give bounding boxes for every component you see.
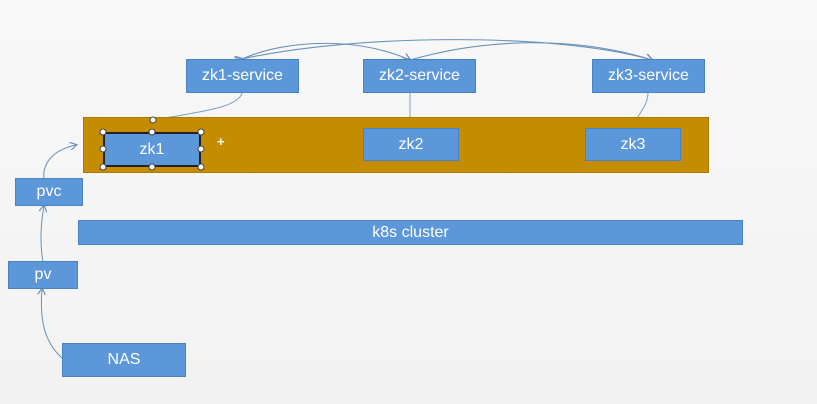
zk1-service-box[interactable]: zk1-service	[186, 59, 299, 93]
resize-handle-bottom-right[interactable]	[197, 163, 205, 171]
resize-handle-bottom-left[interactable]	[99, 163, 107, 171]
zk2-pod-box[interactable]: zk2	[363, 128, 459, 161]
pvc-box[interactable]: pvc	[15, 178, 83, 206]
connector-zk1-zk2	[242, 42, 410, 60]
zk1-pod-box[interactable]: zk1	[103, 132, 201, 167]
zk2-service-box[interactable]: zk2-service	[363, 59, 476, 93]
resize-handle-middle-left[interactable]	[99, 145, 107, 153]
resize-handle-middle-right[interactable]	[197, 145, 205, 153]
connector-nas-pv	[41, 289, 63, 359]
resize-handle-top-center[interactable]	[148, 128, 156, 136]
connector-pv-pvc	[41, 206, 44, 263]
connector-zk1-service-pod	[152, 92, 243, 121]
zk3-service-box[interactable]: zk3-service	[592, 59, 705, 93]
connector-pvc-zk1	[43, 145, 76, 181]
resize-handle-top-left[interactable]	[99, 128, 107, 136]
pv-box[interactable]: pv	[8, 261, 78, 289]
zk3-pod-box[interactable]: zk3	[585, 128, 681, 161]
k8s-cluster-bar[interactable]: k8s cluster	[78, 220, 743, 245]
resize-handle-top-right[interactable]	[197, 128, 205, 136]
connector-zk2-zk3	[410, 42, 652, 60]
resize-handle-bottom-center[interactable]	[148, 163, 156, 171]
nas-box[interactable]: NAS	[62, 343, 186, 377]
rotate-handle[interactable]	[149, 116, 157, 124]
plus-cursor-icon: +	[217, 134, 225, 149]
connector-zk1-zk3	[242, 39, 652, 60]
